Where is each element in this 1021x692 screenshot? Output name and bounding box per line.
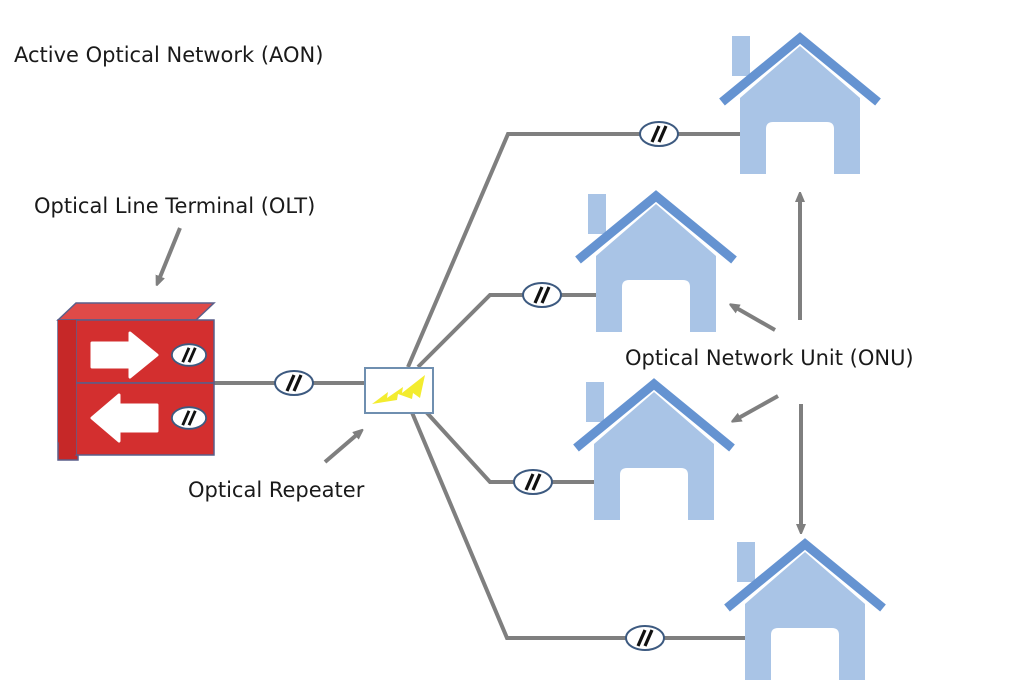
- optical-repeater: [364, 367, 434, 414]
- olt-label: Optical Line Terminal (OLT): [34, 194, 315, 218]
- coupler-icon: [638, 120, 680, 148]
- diagram-title: Active Optical Network (AON): [14, 43, 323, 67]
- onu-callout-arrow-upper-left: [733, 306, 776, 332]
- repeater-label: Optical Repeater: [188, 478, 365, 502]
- link-onu-4: [406, 402, 745, 640]
- onu-house-4-icon: [727, 542, 883, 680]
- left-arrow-icon: [90, 393, 159, 443]
- link-onu-2: [416, 293, 598, 369]
- repeater-callout-arrow: [323, 432, 360, 464]
- olt-port-downstream-icon: [170, 342, 208, 368]
- link-onu-3: [416, 401, 596, 484]
- coupler-icon: [273, 369, 315, 397]
- coupler-icon: [624, 624, 666, 652]
- onu-house-2-icon: [578, 194, 734, 332]
- right-arrow-icon: [90, 331, 159, 379]
- onu-callout-arrow-lower-left: [735, 394, 779, 420]
- olt-callout-arrow: [158, 227, 182, 282]
- coupler-icon: [521, 281, 563, 309]
- onu-label: Optical Network Unit (ONU): [625, 346, 914, 370]
- olt-port-upstream-icon: [170, 405, 208, 431]
- onu-house-3-icon: [576, 382, 732, 520]
- olt-device: [56, 302, 216, 461]
- lightning-bolt-icon: [372, 375, 425, 404]
- coupler-icon: [512, 468, 554, 496]
- onu-house-1-icon: [722, 36, 878, 174]
